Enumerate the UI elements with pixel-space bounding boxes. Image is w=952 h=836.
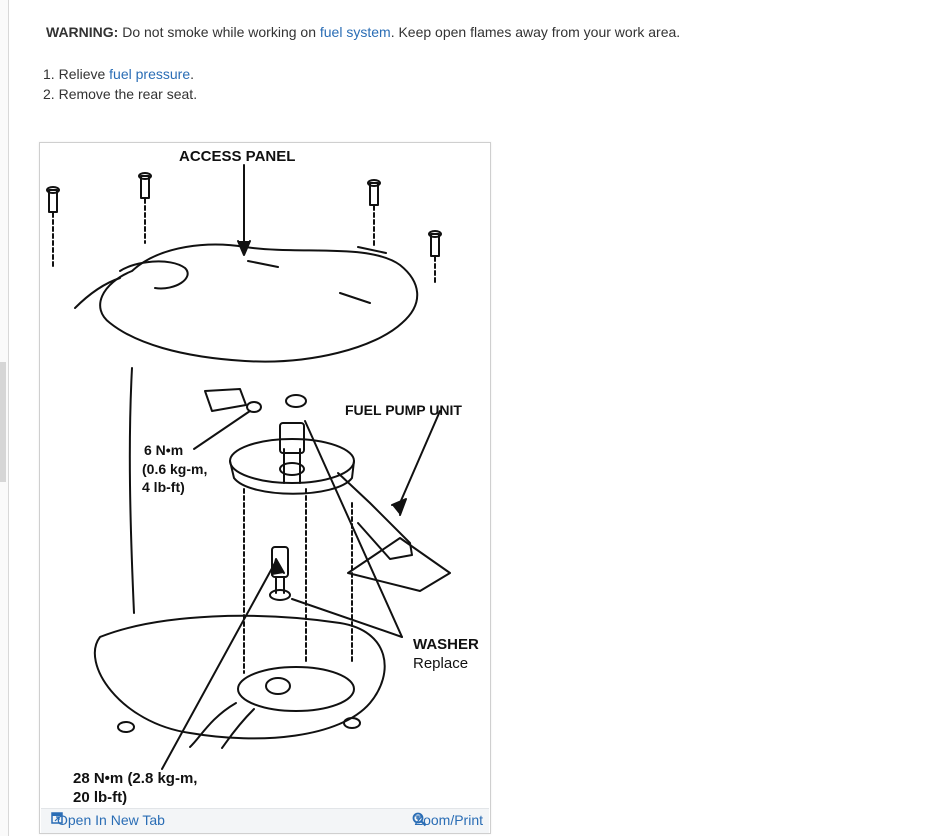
step-text-after: . [190, 66, 194, 82]
fuel-pump-unit-label: FUEL PUMP UNIT [345, 402, 462, 418]
steps-list: 1. Relieve fuel pressure. 2. Remove the … [43, 64, 197, 104]
diagram-illustration: ACCESS PANEL FUEL PUMP UNIT 6 N•m (0.6 k… [46, 148, 479, 806]
zoom-print-button[interactable]: Zoom/Print [412, 812, 483, 828]
step-text: Remove the rear seat. [58, 86, 198, 102]
warning-text-after: . Keep open flames away from your work a… [390, 24, 681, 40]
left-scroll-edge [0, 0, 9, 836]
fuel-pump-diagram[interactable]: ACCESS PANEL FUEL PUMP UNIT 6 N•m (0.6 k… [39, 142, 491, 834]
step-text: Relieve [58, 66, 106, 82]
scrollbar-thumb[interactable] [0, 362, 6, 482]
fuel-system-link[interactable]: fuel system [319, 24, 391, 40]
open-new-tab-label: Open In New Tab [57, 812, 165, 828]
open-new-tab-button[interactable]: Open In New Tab [51, 812, 165, 828]
torque-small-line-2: (0.6 kg-m, [142, 461, 207, 477]
access-panel-label: ACCESS PANEL [179, 148, 295, 165]
torque-small-line-1: 6 N•m [144, 442, 183, 458]
washer-label: WASHER [413, 636, 479, 653]
step-number: 1. [43, 66, 55, 82]
figure-toolbar: Open In New Tab Zoom/Print [41, 808, 489, 833]
step-item: 2. Remove the rear seat. [43, 84, 197, 104]
torque-small-line-3: 4 lb-ft) [142, 479, 185, 495]
step-number: 2. [43, 86, 55, 102]
torque-large-line-2: 20 lb-ft) [73, 789, 127, 806]
torque-large-line-1: 28 N•m (2.8 kg-m, [73, 770, 197, 787]
warning-text-before: Do not smoke while working on [122, 24, 316, 40]
step-item: 1. Relieve fuel pressure. [43, 64, 197, 84]
fuel-pressure-link[interactable]: fuel pressure [109, 66, 191, 82]
warning-note: WARNING: Do not smoke while working on f… [46, 23, 680, 41]
zoom-print-label: Zoom/Print [414, 812, 483, 828]
warning-label: WARNING: [46, 24, 119, 40]
replace-label: Replace [413, 655, 468, 672]
